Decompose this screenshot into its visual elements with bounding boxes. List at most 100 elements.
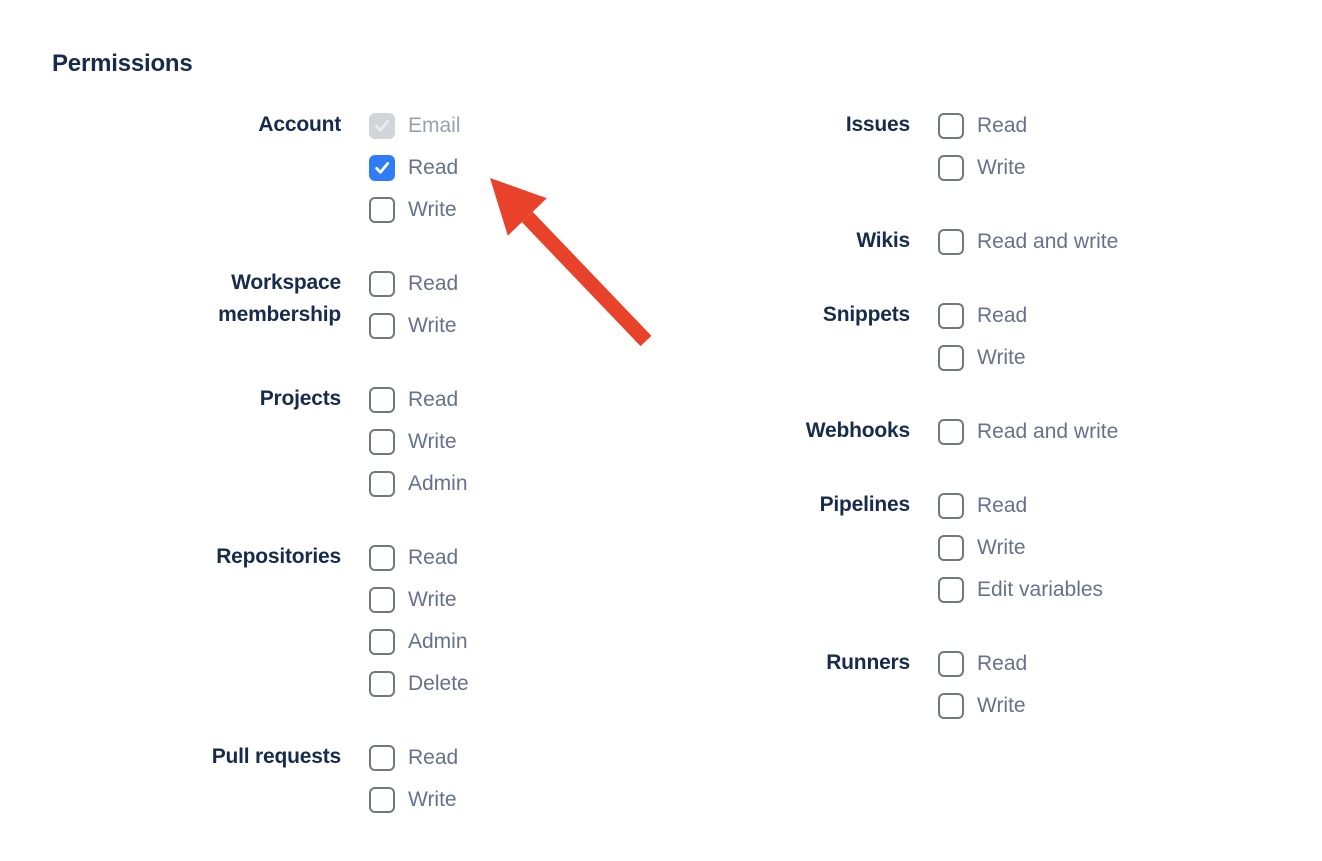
checkmark-icon (375, 120, 390, 132)
option-pull-requests-read[interactable]: Read (369, 745, 458, 771)
option-label: Email (408, 114, 461, 137)
checkbox-webhooks-read-and-write[interactable] (938, 419, 964, 445)
option-label: Read (408, 272, 459, 295)
option-runners-write[interactable]: Write (938, 693, 1027, 719)
permission-group-title: Projects (259, 387, 341, 410)
checkbox-pipelines-edit-variables[interactable] (938, 577, 964, 603)
option-runners-read[interactable]: Read (938, 651, 1027, 677)
permission-group-title: Pull requests (211, 745, 341, 768)
checkbox-pipelines-read[interactable] (938, 493, 964, 519)
checkbox-workspace-membership-write[interactable] (369, 313, 395, 339)
checkbox-repositories-read[interactable] (369, 545, 395, 571)
checkbox-repositories-write[interactable] (369, 587, 395, 613)
permission-group-title: Repositories (216, 545, 341, 568)
option-projects-read[interactable]: Read (369, 387, 468, 413)
option-label: Write (408, 198, 457, 221)
checkbox-snippets-write[interactable] (938, 345, 964, 371)
permission-group-title: Pipelines (819, 493, 911, 516)
checkbox-issues-read[interactable] (938, 113, 964, 139)
option-label: Read (977, 114, 1028, 137)
option-account-email: Email (369, 113, 461, 139)
option-repositories-read[interactable]: Read (369, 545, 469, 571)
option-label: Write (408, 314, 457, 337)
option-label: Write (977, 536, 1026, 559)
checkbox-projects-read[interactable] (369, 387, 395, 413)
option-pipelines-read[interactable]: Read (938, 493, 1103, 519)
permission-group-title: Issues (845, 113, 910, 136)
permission-group-title: Account (258, 113, 341, 136)
checkbox-account-read[interactable] (369, 155, 395, 181)
option-label: Read (977, 652, 1028, 675)
checkbox-pull-requests-read[interactable] (369, 745, 395, 771)
option-wikis-read-and-write[interactable]: Read and write (938, 229, 1118, 255)
checkbox-snippets-read[interactable] (938, 303, 964, 329)
option-issues-read[interactable]: Read (938, 113, 1027, 139)
page-title: Permissions (52, 50, 193, 77)
checkbox-projects-write[interactable] (369, 429, 395, 455)
option-label: Admin (408, 630, 468, 653)
option-account-write[interactable]: Write (369, 197, 461, 223)
option-label: Write (408, 430, 457, 453)
option-label: Delete (408, 672, 469, 695)
option-issues-write[interactable]: Write (938, 155, 1027, 181)
checkbox-account-email (369, 113, 395, 139)
option-snippets-read[interactable]: Read (938, 303, 1027, 329)
option-projects-admin[interactable]: Admin (369, 471, 468, 497)
option-pull-requests-write[interactable]: Write (369, 787, 458, 813)
option-repositories-write[interactable]: Write (369, 587, 469, 613)
option-label: Write (977, 694, 1026, 717)
option-label: Write (977, 156, 1026, 179)
checkbox-pipelines-write[interactable] (938, 535, 964, 561)
option-snippets-write[interactable]: Write (938, 345, 1027, 371)
checkbox-workspace-membership-read[interactable] (369, 271, 395, 297)
checkbox-runners-write[interactable] (938, 693, 964, 719)
checkbox-repositories-admin[interactable] (369, 629, 395, 655)
checkbox-repositories-delete[interactable] (369, 671, 395, 697)
option-label: Read and write (977, 420, 1119, 443)
option-repositories-delete[interactable]: Delete (369, 671, 469, 697)
option-label: Edit variables (977, 578, 1104, 601)
option-label: Read (977, 304, 1028, 327)
checkbox-wikis-read-and-write[interactable] (938, 229, 964, 255)
option-webhooks-read-and-write[interactable]: Read and write (938, 419, 1118, 445)
option-label: Read (408, 156, 459, 179)
option-repositories-admin[interactable]: Admin (369, 629, 469, 655)
option-pipelines-edit-variables[interactable]: Edit variables (938, 577, 1103, 603)
option-account-read[interactable]: Read (369, 155, 461, 181)
checkbox-account-write[interactable] (369, 197, 395, 223)
checkbox-pull-requests-write[interactable] (369, 787, 395, 813)
checkbox-issues-write[interactable] (938, 155, 964, 181)
checkbox-projects-admin[interactable] (369, 471, 395, 497)
permission-group-title: Wikis (856, 229, 910, 252)
option-label: Read (408, 388, 459, 411)
checkbox-runners-read[interactable] (938, 651, 964, 677)
option-label: Write (408, 588, 457, 611)
option-workspace-membership-write[interactable]: Write (369, 313, 458, 339)
permission-group-title: Workspace membership (218, 271, 341, 326)
option-projects-write[interactable]: Write (369, 429, 468, 455)
permission-group-title: Runners (826, 651, 910, 674)
option-workspace-membership-read[interactable]: Read (369, 271, 458, 297)
permission-group-title: Snippets (822, 303, 910, 326)
permission-options: Read and write (938, 229, 1118, 271)
option-pipelines-write[interactable]: Write (938, 535, 1103, 561)
